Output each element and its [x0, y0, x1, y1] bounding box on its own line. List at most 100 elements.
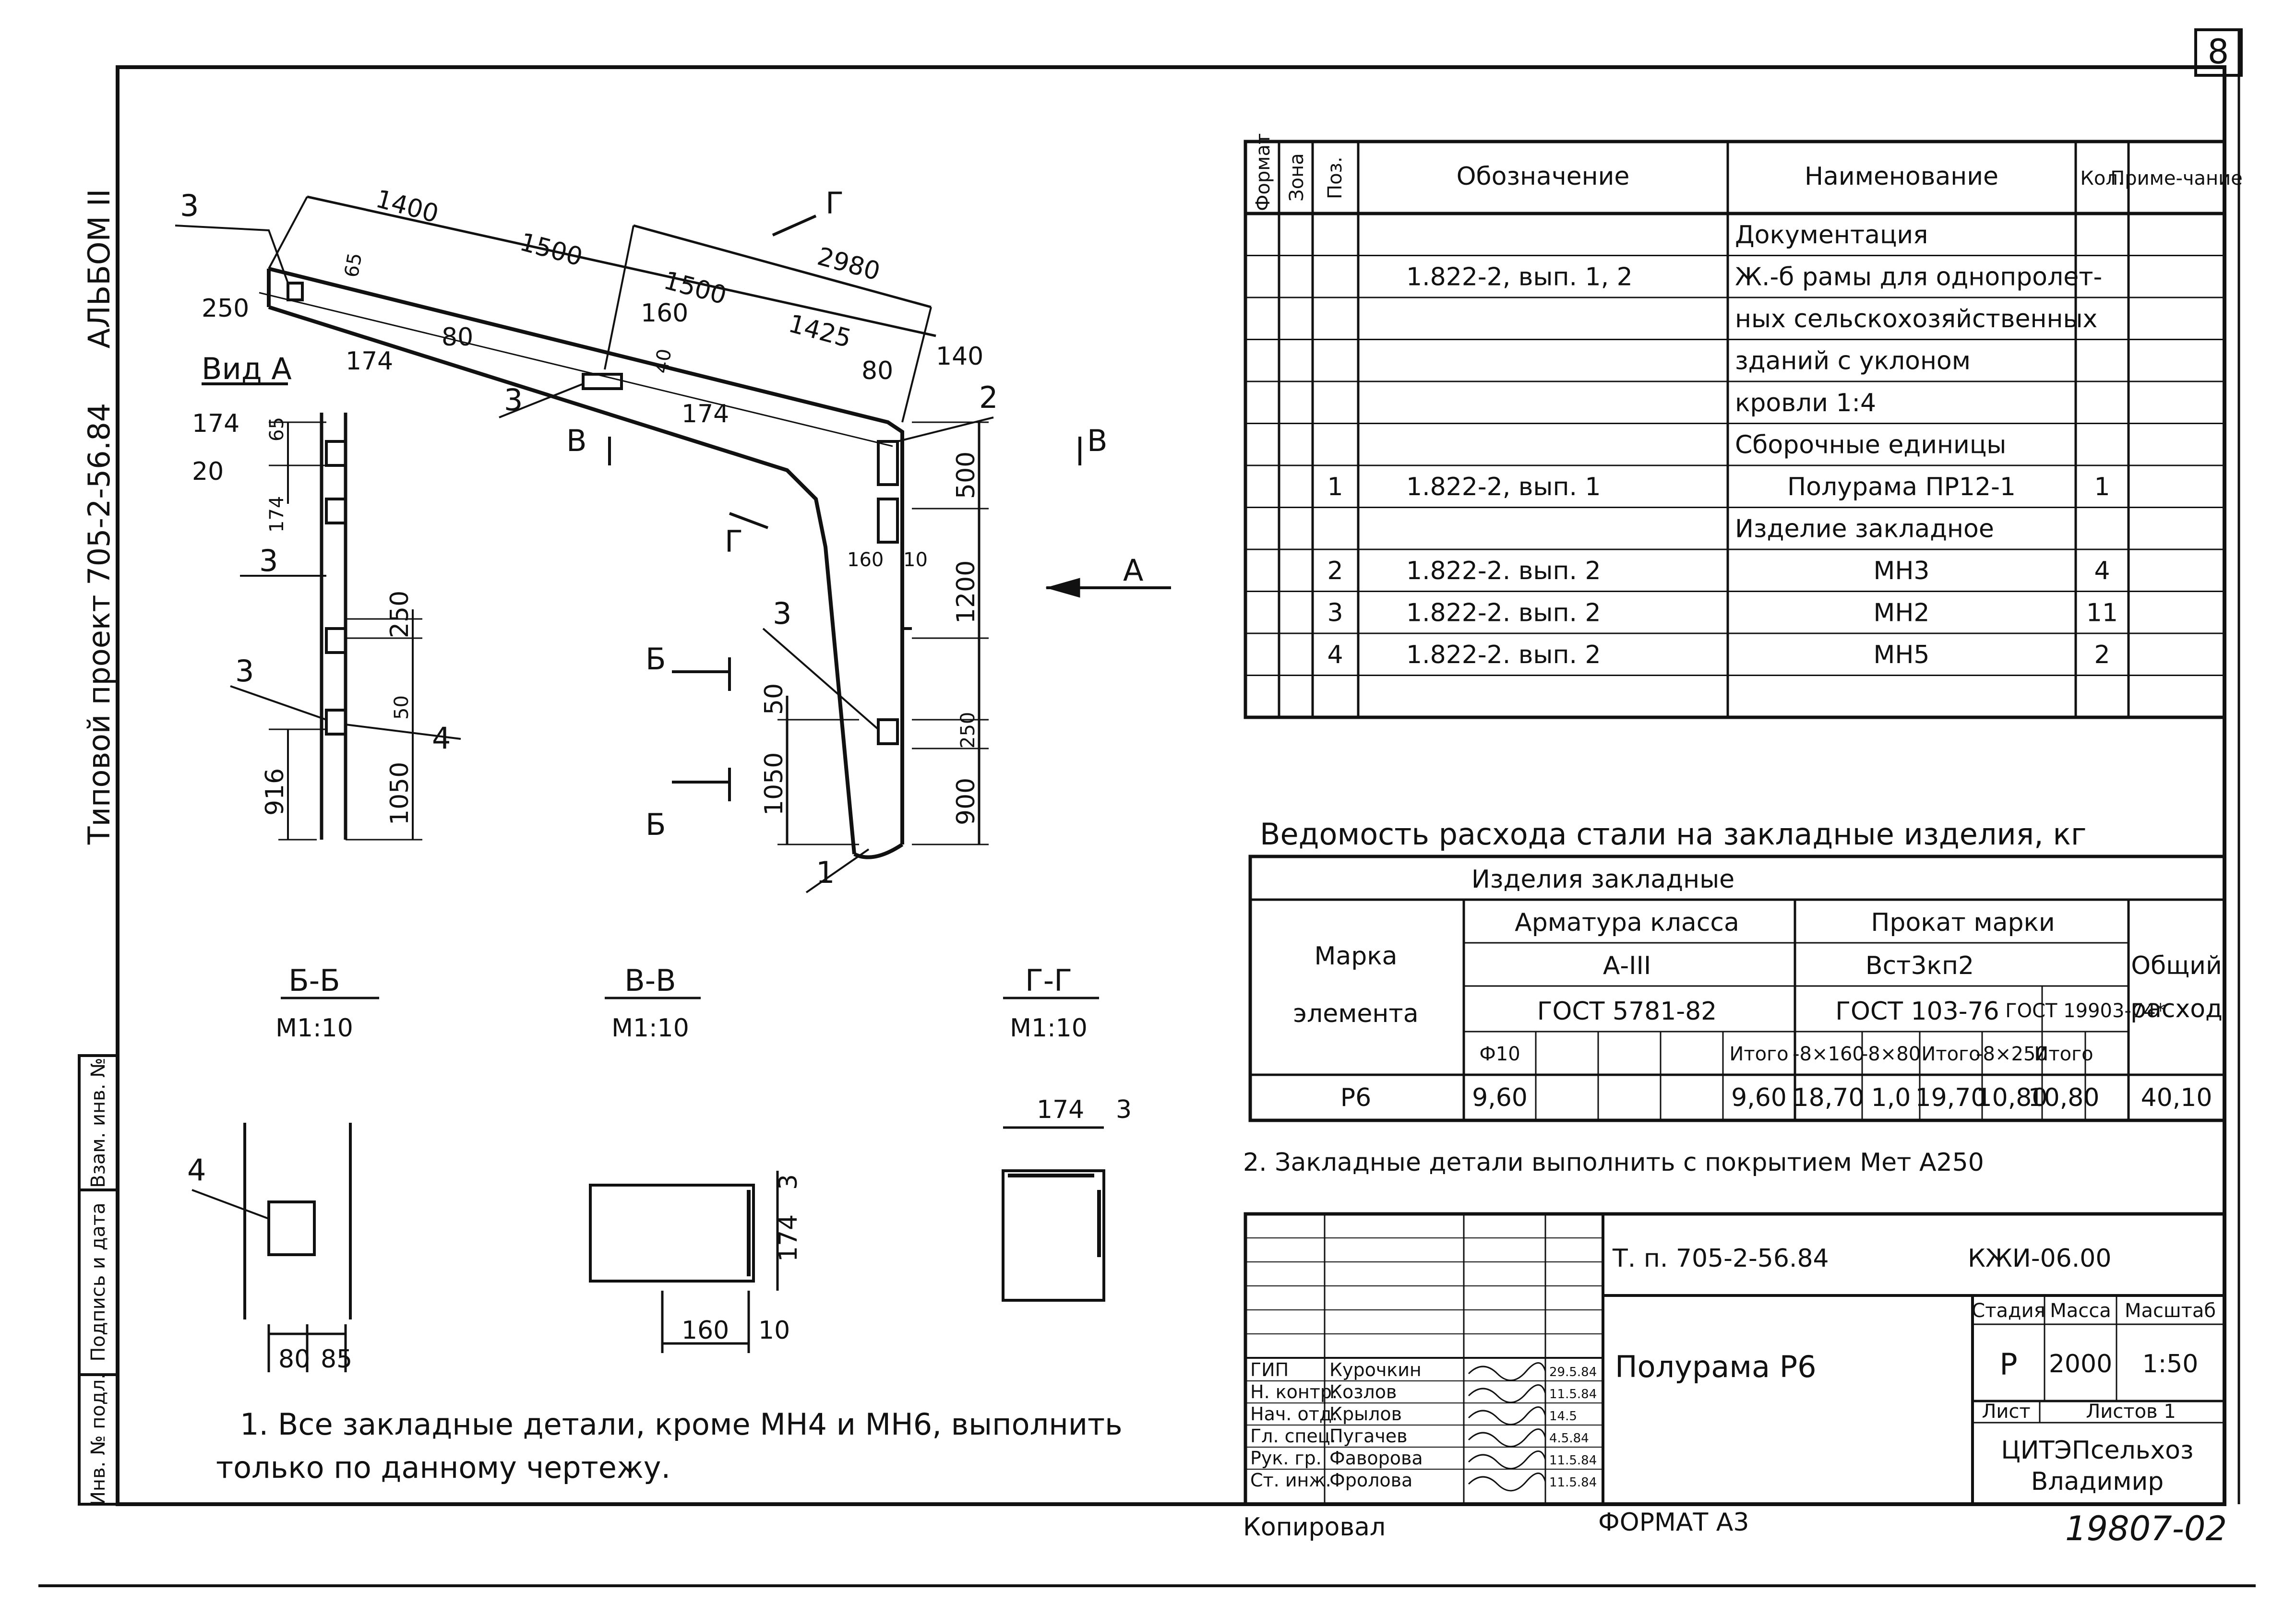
- signature-date-label: Подпись и дата: [87, 1202, 109, 1361]
- view-a-title: Вид А: [202, 351, 292, 386]
- left-stamp-strip: [78, 1054, 119, 1506]
- svg-text:А-III: А-III: [1603, 951, 1651, 980]
- signature-mark: [1468, 1406, 1546, 1426]
- svg-text:Р: Р: [1999, 1347, 2017, 1382]
- svg-text:50: 50: [760, 683, 789, 715]
- spec-row-designation: 1.822-2, вып. 1: [1406, 473, 1601, 501]
- svg-text:3: 3: [1116, 1095, 1132, 1124]
- org-city: Владимир: [2031, 1467, 2164, 1496]
- code-left: Т. п. 705-2-56.84: [1612, 1244, 1829, 1273]
- svg-text:174: 174: [774, 1214, 803, 1262]
- section-mark-g-bottom: Г: [725, 524, 743, 559]
- view-a: [202, 382, 461, 841]
- section-mark-v-right: В: [1087, 423, 1108, 458]
- svg-text:174: 174: [266, 496, 288, 533]
- code-right: КЖИ-06.00: [1968, 1244, 2111, 1273]
- svg-text:10: 10: [758, 1316, 790, 1345]
- spec-row-name: МН5: [1873, 641, 1929, 669]
- svg-text:140: 140: [936, 342, 983, 371]
- spec-row-designation: 1.822-2. вып. 2: [1406, 557, 1601, 585]
- role-date: 29.5.84: [1549, 1365, 1597, 1379]
- role-name: Пугачев: [1329, 1426, 1408, 1447]
- callout-3-col: 3: [773, 596, 791, 631]
- spec-row-pos: 3: [1327, 599, 1343, 628]
- svg-text:-8×160: -8×160: [1793, 1043, 1865, 1065]
- view-mark-a: А: [1123, 553, 1143, 588]
- org-name: ЦИТЭПсельхоз: [2001, 1436, 2193, 1465]
- callout-2: 2: [979, 380, 998, 415]
- frame-elevation: [175, 195, 1171, 893]
- section-bb-scale: М1:10: [275, 1014, 353, 1043]
- steel-table-grid: [1248, 855, 2226, 1122]
- svg-text:Зона: Зона: [1286, 153, 1308, 202]
- svg-text:Общий: Общий: [2131, 951, 2222, 980]
- svg-text:40: 40: [650, 347, 676, 375]
- svg-text:916: 916: [261, 768, 289, 816]
- role-name: Фролова: [1329, 1470, 1412, 1491]
- svg-text:4: 4: [187, 1153, 206, 1188]
- svg-text:4: 4: [432, 721, 451, 756]
- header-designation: Обозначение: [1457, 162, 1630, 191]
- svg-text:160: 160: [847, 549, 884, 571]
- project-label: Типовой проект 705-2-56.84: [82, 403, 117, 845]
- svg-text:1:50: 1:50: [2142, 1350, 2199, 1378]
- svg-text:Лист: Лист: [1982, 1401, 2030, 1423]
- svg-text:3: 3: [774, 1174, 803, 1190]
- callout-3-mid: 3: [504, 382, 523, 417]
- svg-text:174: 174: [346, 347, 393, 376]
- spec-row-name: зданий с уклоном: [1735, 347, 1971, 376]
- role-date: 11.5.84: [1549, 1387, 1597, 1402]
- section-vv-scale: М1:10: [611, 1014, 689, 1043]
- svg-text:1200: 1200: [952, 560, 981, 624]
- svg-text:-8×250: -8×250: [1976, 1043, 2048, 1065]
- svg-text:Изделия закладные: Изделия закладные: [1471, 865, 1734, 894]
- spec-row-name: кровли 1:4: [1735, 389, 1876, 417]
- svg-text:65: 65: [341, 251, 367, 279]
- svg-text:1,0: 1,0: [1871, 1083, 1911, 1112]
- svg-text:50: 50: [391, 695, 413, 720]
- svg-text:Стадия: Стадия: [1972, 1300, 2045, 1322]
- spec-row-qty: 1: [2094, 473, 2110, 501]
- callout-3-top: 3: [180, 188, 199, 223]
- svg-text:19,70: 19,70: [1915, 1083, 1987, 1112]
- svg-text:Формат: Формат: [1252, 133, 1274, 211]
- inv-no-label: Инв. № подл.: [87, 1373, 109, 1506]
- format-label: ФОРМАТ А3: [1598, 1508, 1749, 1537]
- spec-row-name: МН2: [1873, 599, 1929, 628]
- view-a-labels: Вид А 174 65 20 174 250 50 916 1050 3 3 …: [192, 351, 451, 825]
- archive-number: 19807-02: [2065, 1509, 2227, 1548]
- section-drawings: [191, 997, 1105, 1372]
- spec-table-header: Формат Зона Поз. Обозначение Наименовани…: [1252, 133, 2243, 211]
- svg-text:160: 160: [641, 299, 688, 328]
- svg-text:ГОСТ 5781-82: ГОСТ 5781-82: [1537, 997, 1717, 1026]
- section-mark-g-top: Г: [825, 186, 844, 221]
- role-name: Крылов: [1329, 1403, 1402, 1425]
- drawing-name: Полурама Р6: [1615, 1349, 1817, 1384]
- spec-row-name: Полурама ПР12-1: [1787, 473, 2016, 501]
- svg-text:Масса: Масса: [2050, 1300, 2111, 1322]
- svg-text:Итого: Итого: [1729, 1043, 1788, 1065]
- spec-row-qty: 4: [2094, 557, 2110, 585]
- role-date: 4.5.84: [1549, 1431, 1589, 1446]
- role-label: Гл. спец.: [1250, 1426, 1336, 1447]
- spec-row-name: ных сельскохозяйственных: [1735, 305, 2097, 333]
- role-label: ГИП: [1250, 1359, 1289, 1380]
- svg-text:-8×80: -8×80: [1861, 1043, 1921, 1065]
- spec-row-pos: 2: [1327, 557, 1343, 585]
- role-label: Н. контр.: [1250, 1381, 1338, 1402]
- svg-text:160: 160: [682, 1316, 729, 1345]
- svg-text:250: 250: [957, 712, 979, 749]
- note-1-line-1: 1. Все закладные детали, кроме МН4 и МН6…: [240, 1407, 1123, 1442]
- replaced-inv-label: Взам. инв. №: [87, 1057, 109, 1188]
- svg-text:расход: расход: [2130, 995, 2223, 1023]
- section-titles: Б-Б М1:10 В-В М1:10 Г-Г М1:10: [275, 963, 1088, 1043]
- spec-row-pos: 1: [1327, 473, 1343, 501]
- spec-row-name: Сборочные единицы: [1735, 431, 2006, 460]
- album-label: АЛЬБОМ II: [82, 189, 117, 349]
- svg-text:ГОСТ 103-76: ГОСТ 103-76: [1835, 997, 1999, 1026]
- sheet-frame: [38, 28, 2256, 1587]
- svg-text:2980: 2980: [814, 242, 883, 286]
- svg-text:Итого: Итого: [1921, 1043, 1980, 1065]
- svg-text:10,80: 10,80: [2028, 1083, 2100, 1112]
